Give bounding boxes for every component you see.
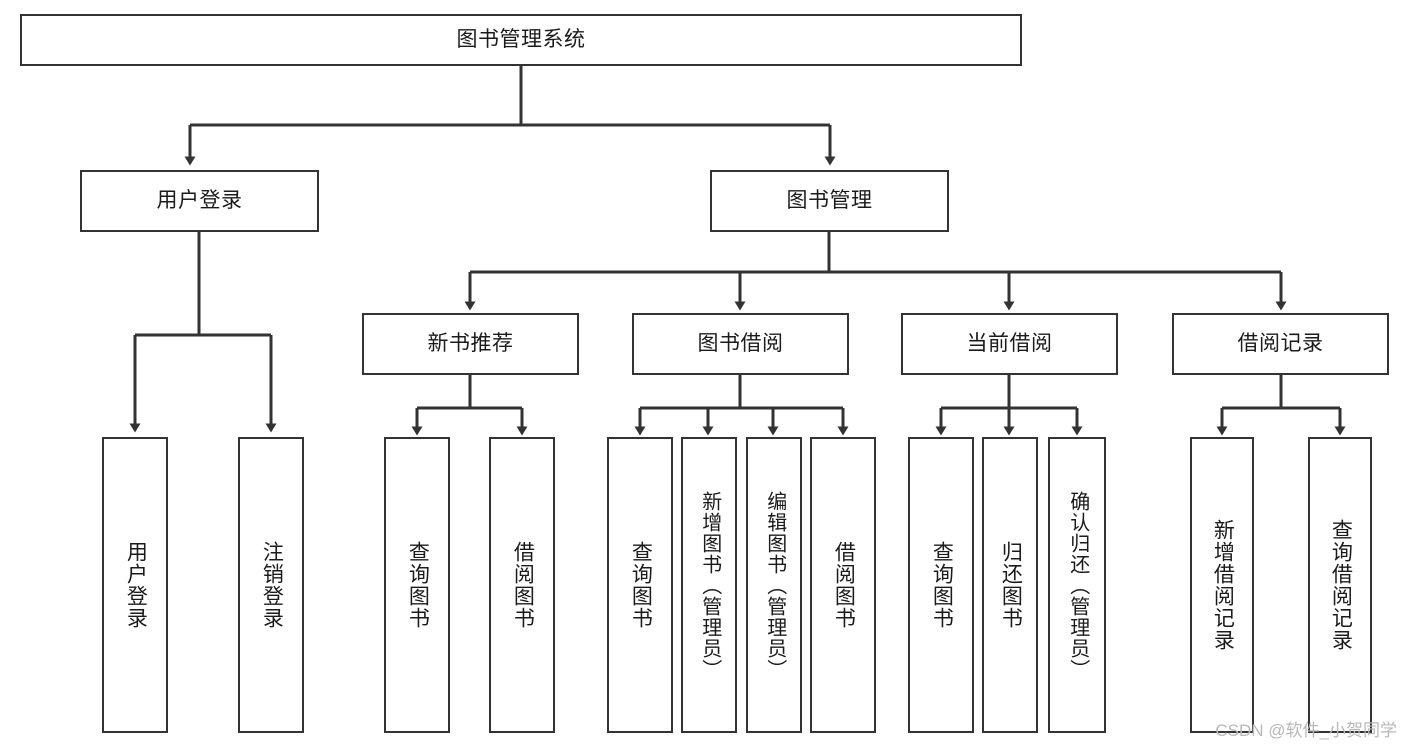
leaf-current-query-book-label: 查询图书 (930, 541, 954, 629)
leaf-borrow-borrow-book-label: 借阅图书 (832, 541, 856, 629)
csdn-watermark: CSDN @软件_小贺同学 (1215, 721, 1397, 740)
node-book-management[interactable]: 图书管理 (710, 170, 949, 232)
node-user-login-label: 用户登录 (156, 188, 243, 212)
node-book-borrow-label: 图书借阅 (697, 331, 784, 355)
leaf-user-login-login-label: 用户登录 (124, 541, 148, 629)
node-current-borrow[interactable]: 当前借阅 (901, 313, 1118, 375)
leaf-user-login-logout-label: 注销登录 (260, 541, 284, 629)
leaf-recommend-borrow-book[interactable]: 借阅图书 (489, 437, 555, 733)
leaf-borrow-query-book[interactable]: 查询图书 (607, 437, 673, 733)
leaf-current-return-book-label: 归还图书 (999, 541, 1023, 629)
node-root-system[interactable]: 图书管理系统 (20, 14, 1022, 66)
node-borrow-records-label: 借阅记录 (1237, 331, 1324, 355)
node-book-management-label: 图书管理 (786, 188, 873, 212)
leaf-current-return-book[interactable]: 归还图书 (982, 437, 1038, 733)
node-current-borrow-label: 当前借阅 (966, 331, 1053, 355)
leaf-recommend-query-book[interactable]: 查询图书 (384, 437, 450, 733)
leaf-recommend-borrow-book-label: 借阅图书 (511, 541, 535, 629)
leaf-user-login-login[interactable]: 用户登录 (102, 437, 168, 733)
leaf-current-confirm-return-admin-label: 确认归还（管理员） (1066, 490, 1089, 680)
leaf-borrow-add-book-admin-label: 新增图书（管理员） (698, 490, 721, 680)
node-user-login[interactable]: 用户登录 (80, 170, 319, 232)
node-borrow-records[interactable]: 借阅记录 (1172, 313, 1389, 375)
leaf-recommend-query-book-label: 查询图书 (406, 541, 430, 629)
leaf-current-query-book[interactable]: 查询图书 (908, 437, 974, 733)
leaf-borrow-query-book-label: 查询图书 (629, 541, 653, 629)
leaf-records-add-record[interactable]: 新增借阅记录 (1190, 437, 1254, 733)
node-new-book-recommend-label: 新书推荐 (427, 331, 514, 355)
leaf-records-add-record-label: 新增借阅记录 (1211, 519, 1235, 651)
leaf-user-login-logout[interactable]: 注销登录 (238, 437, 304, 733)
node-root-system-label: 图书管理系统 (456, 27, 586, 51)
node-new-book-recommend[interactable]: 新书推荐 (362, 313, 579, 375)
leaf-borrow-add-book-admin[interactable]: 新增图书（管理员） (681, 437, 737, 733)
leaf-current-confirm-return-admin[interactable]: 确认归还（管理员） (1048, 437, 1106, 733)
leaf-records-query-record-label: 查询借阅记录 (1329, 519, 1353, 651)
leaf-borrow-edit-book-admin-label: 编辑图书（管理员） (763, 490, 786, 680)
leaf-records-query-record[interactable]: 查询借阅记录 (1308, 437, 1372, 733)
leaf-borrow-edit-book-admin[interactable]: 编辑图书（管理员） (746, 437, 802, 733)
node-book-borrow[interactable]: 图书借阅 (632, 313, 849, 375)
leaf-borrow-borrow-book[interactable]: 借阅图书 (810, 437, 876, 733)
